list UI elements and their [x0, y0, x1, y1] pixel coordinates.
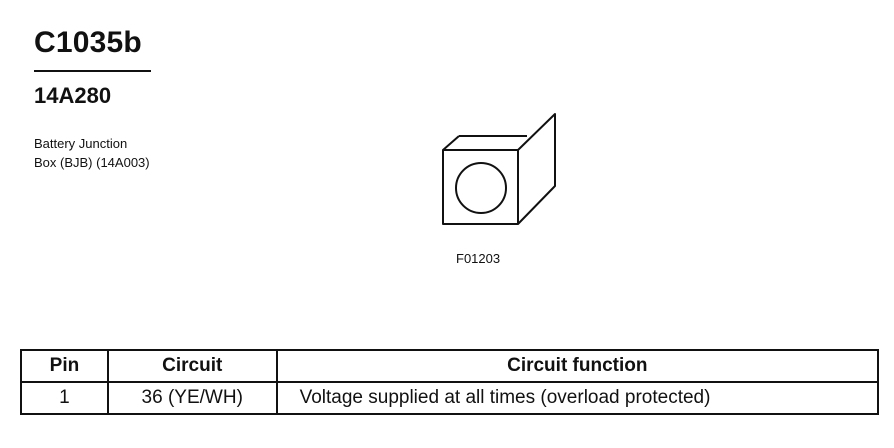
connector-face-diagram: [442, 113, 556, 225]
cell-circuit-function: Voltage supplied at all times (overload …: [275, 381, 880, 415]
cell-pin: 1: [20, 381, 109, 415]
figure-reference: F01203: [456, 251, 501, 266]
header-circuit-function: Circuit function: [275, 349, 880, 383]
cell-circuit: 36 (YE/WH): [106, 381, 278, 415]
table-header-row: Pin Circuit Circuit function: [20, 349, 880, 383]
part-number: 14A280: [34, 83, 112, 108]
table-row: 1 36 (YE/WH) Voltage supplied at all tim…: [20, 381, 880, 415]
connector-title: C1035b: [34, 26, 142, 59]
connector-description: Battery Junction Box (BJB) (14A003): [34, 134, 244, 172]
terminal-circle-icon: [455, 162, 507, 214]
header-circuit: Circuit: [106, 349, 278, 383]
connector-top-edge: [442, 135, 460, 151]
connector-front-face: [442, 149, 519, 225]
header-pin: Pin: [20, 349, 109, 383]
pinout-table: Pin Circuit Circuit function 1 36 (YE/WH…: [20, 349, 880, 415]
description-line-1: Battery Junction: [34, 136, 128, 151]
connector-side-panel: [517, 113, 556, 225]
description-line-2: Box (BJB) (14A003): [34, 155, 150, 170]
title-underline: [34, 70, 151, 72]
